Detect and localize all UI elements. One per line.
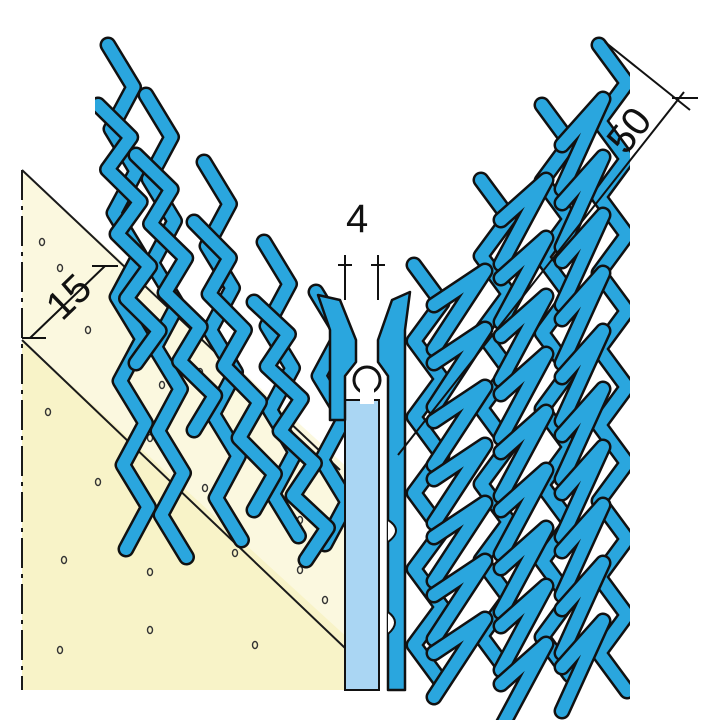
plaster-speck	[146, 625, 154, 635]
right-mesh-cross-strand	[556, 209, 609, 311]
profile-nose-slot	[360, 384, 374, 404]
right-mesh-cross-strand	[495, 174, 552, 270]
left-mesh-cross-strand	[130, 149, 221, 436]
plaster-speck	[44, 407, 52, 417]
right-mesh-cross-strand	[556, 151, 609, 253]
plaster-speck	[146, 567, 154, 577]
right-mesh-cross-strand	[428, 381, 491, 471]
right-mesh-cross-strand	[495, 290, 552, 386]
profile-clip-notch-lower	[387, 611, 396, 635]
right-mesh-cross-strand	[428, 497, 491, 587]
right-mesh-cross-strand	[495, 232, 552, 328]
right-mesh-cross-strand	[428, 323, 491, 413]
dimension-label-nose-gap: 4	[346, 197, 368, 241]
plaster-speck	[38, 237, 46, 247]
right-mesh-cross-strand	[556, 441, 609, 543]
profile-right-flange	[376, 290, 412, 692]
plaster-speck	[321, 595, 329, 605]
right-mesh-cross-strand	[495, 638, 552, 720]
substrate-edge	[21, 339, 346, 649]
plaster-speck	[201, 483, 209, 493]
right-mesh-strand	[593, 39, 630, 697]
profile-core	[344, 399, 380, 691]
left-mesh-strand	[198, 156, 248, 546]
left-mesh-cross-strand	[95, 99, 166, 369]
plaster-speck	[231, 548, 239, 558]
right-mesh-cross-strand	[495, 348, 552, 444]
corner-profile	[316, 290, 412, 692]
right-mesh-cross-strand	[495, 580, 552, 676]
plaster-speck	[56, 645, 64, 655]
right-mesh-cross-strand	[495, 464, 552, 560]
right-mesh-cross-strand	[556, 615, 609, 717]
right-mesh-cross-strand	[428, 265, 491, 355]
right-mesh-cross-strand	[428, 613, 491, 703]
right-mesh-cross-strand	[428, 555, 491, 645]
dimension-nose-gap: 4	[338, 197, 385, 300]
profile-left-flange	[316, 293, 358, 422]
plaster-speck	[84, 325, 92, 335]
plaster-speck	[60, 555, 68, 565]
left-mesh-cross-strand	[248, 296, 334, 566]
profile-clip-notch	[387, 519, 397, 543]
plaster-speck	[296, 565, 304, 575]
right-mesh-cross-strand	[556, 383, 609, 485]
left-mesh-cross-strand	[188, 216, 281, 516]
right-mesh-cross-strand	[495, 522, 552, 618]
plaster-inner-body	[22, 340, 350, 690]
right-mesh-cross-strand	[495, 406, 552, 502]
plaster-speck	[94, 477, 102, 487]
plaster-speck	[56, 263, 64, 273]
plaster-speck	[251, 640, 259, 650]
right-mesh-wing	[405, 36, 630, 720]
left-mesh-wing	[95, 36, 356, 569]
right-mesh-cross-strand	[428, 439, 491, 529]
plaster-speck	[158, 380, 166, 390]
right-mesh-cross-strand	[556, 557, 609, 659]
right-mesh-cross-strand	[556, 93, 609, 195]
right-mesh-cross-strand	[556, 499, 609, 601]
right-mesh-cross-strand	[556, 267, 609, 369]
right-mesh-cross-strand	[556, 325, 609, 427]
